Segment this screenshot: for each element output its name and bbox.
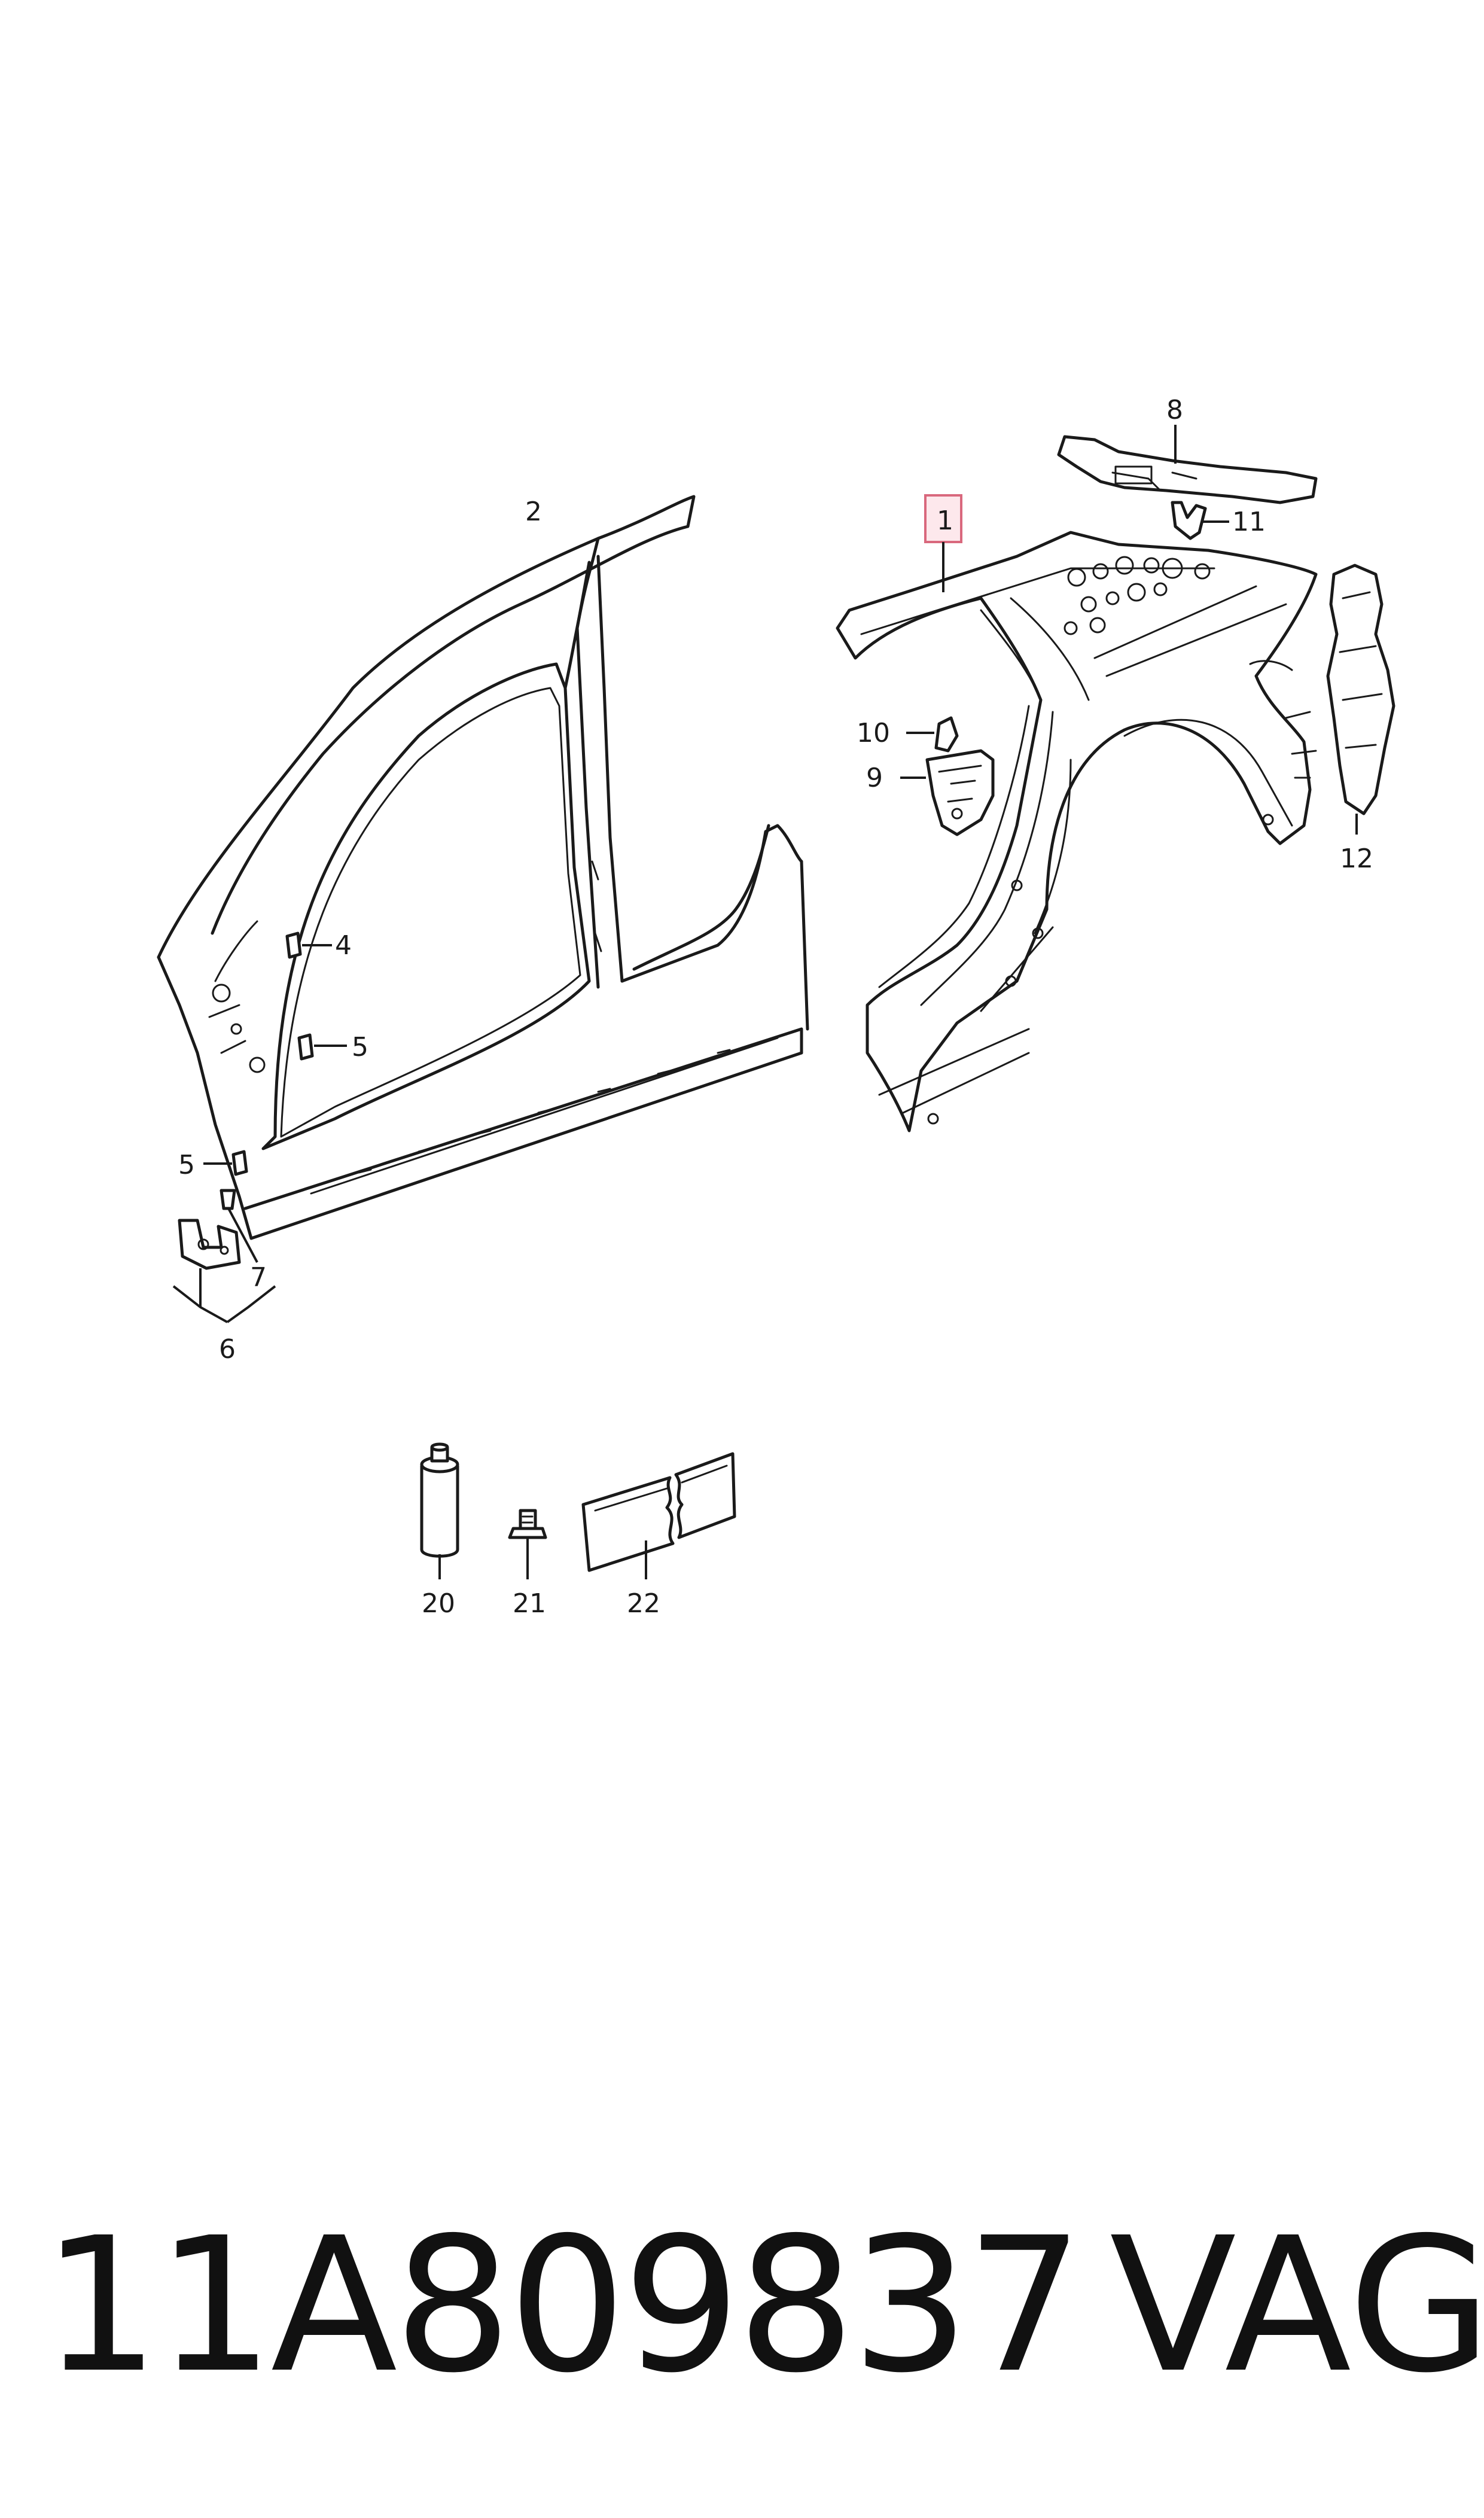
small-bracket-10 xyxy=(906,716,959,753)
bolt-7 xyxy=(220,1189,258,1263)
clip-11 xyxy=(1171,501,1229,540)
rivet-nut-21 xyxy=(508,1509,547,1579)
callout-7: 7 xyxy=(250,1262,267,1293)
sealant-cartridge-20 xyxy=(420,1442,459,1579)
upper-reinforcement-8 xyxy=(1057,425,1318,504)
adhesive-sheet-22 xyxy=(581,1452,736,1579)
callout-8: 8 xyxy=(1166,395,1183,425)
callout-10: 10 xyxy=(857,718,890,748)
callout-4: 4 xyxy=(335,930,352,961)
small-bracket-4 xyxy=(285,931,332,959)
rear-pillar-reinforcement-12 xyxy=(1326,564,1395,835)
part-number: 11A809837 xyxy=(42,2198,1084,2414)
rear-quarter-panel xyxy=(836,494,1318,1132)
callout-12: 12 xyxy=(1340,844,1373,874)
callout-21: 21 xyxy=(513,1588,546,1619)
callout-11: 11 xyxy=(1232,507,1266,537)
mounting-bracket-9 xyxy=(900,749,995,836)
hinge-bracket-6 xyxy=(172,1219,276,1323)
small-plate-5a xyxy=(297,1033,347,1061)
callout-5-upper: 5 xyxy=(352,1032,368,1062)
callout-6: 6 xyxy=(219,1334,236,1365)
callout-1: 1 xyxy=(937,506,953,536)
callout-2: 2 xyxy=(525,497,542,527)
callout-9: 9 xyxy=(866,763,883,793)
small-plate-5b xyxy=(203,1150,248,1176)
callout-labels: 1 2 4 5 5 6 7 8 9 10 11 12 20 21 22 xyxy=(178,395,1373,1619)
callout-5-lower: 5 xyxy=(178,1150,195,1180)
brand-name: VAG xyxy=(1110,2198,1484,2414)
side-panel-front xyxy=(157,495,809,1240)
callout-20: 20 xyxy=(422,1588,455,1619)
callout-22: 22 xyxy=(627,1588,660,1619)
